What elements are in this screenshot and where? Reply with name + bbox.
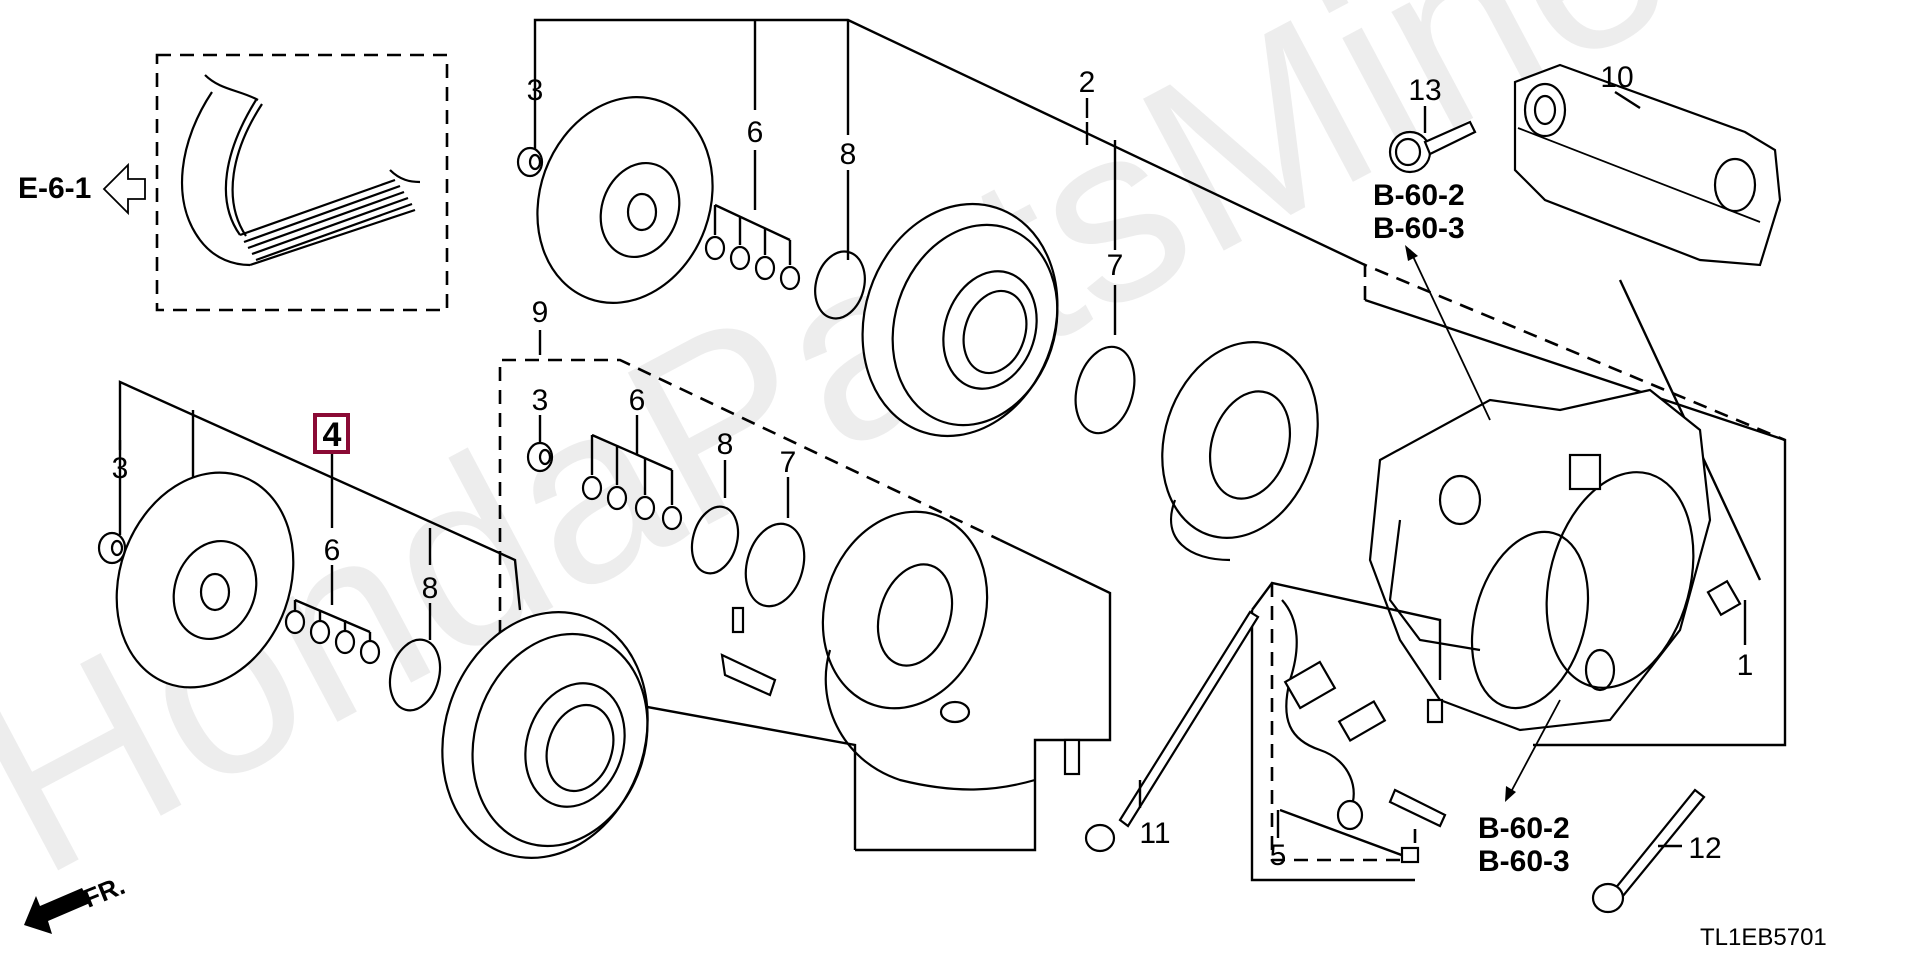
pressure-plate-icon bbox=[536, 96, 714, 304]
bracket-icon bbox=[720, 606, 777, 697]
field-coil-icon bbox=[821, 510, 1081, 791]
callout-5[interactable]: 5 bbox=[1270, 839, 1287, 872]
nut-icon bbox=[97, 531, 127, 565]
reference-label-b-60-3-top[interactable]: B-60-3 bbox=[1373, 212, 1465, 245]
callout-3-top[interactable]: 3 bbox=[527, 74, 544, 107]
pulley-icon bbox=[861, 202, 1059, 438]
reference-leader-bottom bbox=[1511, 699, 1561, 791]
reference-b-60-top[interactable]: B-60-2 B-60-3 bbox=[1373, 179, 1465, 245]
pulley-icon bbox=[441, 611, 649, 859]
shim-set-icon bbox=[704, 235, 801, 291]
nut-icon bbox=[516, 146, 544, 178]
left-arrow-icon bbox=[102, 162, 146, 216]
belt-dashed-box bbox=[155, 53, 449, 312]
drive-belt-icon bbox=[181, 74, 421, 267]
reference-leader-top bbox=[1409, 249, 1491, 421]
relief-valve-icon bbox=[1706, 579, 1742, 617]
callout-12[interactable]: 12 bbox=[1688, 832, 1721, 865]
callout-11[interactable]: 11 bbox=[1139, 817, 1170, 850]
callout-10[interactable]: 10 bbox=[1600, 61, 1633, 94]
field-coil-icon bbox=[1161, 341, 1319, 562]
callout-6-top[interactable]: 6 bbox=[747, 116, 764, 149]
front-arrow-icon bbox=[24, 888, 90, 934]
callout-8-left[interactable]: 8 bbox=[422, 572, 439, 605]
callout-3-left[interactable]: 3 bbox=[112, 452, 129, 485]
snap-ring-icon bbox=[388, 638, 442, 712]
callout-13[interactable]: 13 bbox=[1408, 74, 1441, 107]
reference-label-b-60-3-bottom[interactable]: B-60-3 bbox=[1478, 845, 1570, 878]
wire-harness-icon bbox=[1281, 599, 1447, 864]
snap-ring-icon bbox=[814, 250, 866, 320]
long-bolt-icon bbox=[1591, 788, 1706, 914]
snap-ring-icon bbox=[1074, 345, 1136, 435]
pressure-plate-icon bbox=[115, 471, 295, 689]
callout-3-mid[interactable]: 3 bbox=[532, 384, 549, 417]
callout-6-mid[interactable]: 6 bbox=[629, 384, 646, 417]
reference-b-60-bottom[interactable]: B-60-2 B-60-3 bbox=[1478, 812, 1570, 878]
callout-2[interactable]: 2 bbox=[1079, 66, 1096, 99]
callout-7-mid[interactable]: 7 bbox=[780, 446, 797, 479]
reference-label-b-60-2-top[interactable]: B-60-2 bbox=[1373, 179, 1465, 212]
reference-label-b-60-2-bottom[interactable]: B-60-2 bbox=[1478, 812, 1570, 845]
diagram-code: TL1EB5701 bbox=[1700, 924, 1827, 951]
shim-set-icon bbox=[284, 609, 381, 665]
callout-4-highlight[interactable]: 4 bbox=[313, 413, 350, 454]
snap-ring-icon bbox=[744, 522, 806, 608]
arrow-head-icon bbox=[1405, 245, 1418, 261]
reference-label-e-6-1[interactable]: E-6-1 bbox=[18, 172, 91, 205]
callout-8-top[interactable]: 8 bbox=[840, 138, 857, 171]
arrow-head-icon bbox=[1505, 786, 1516, 802]
long-bolt-icon bbox=[1084, 610, 1260, 853]
snap-ring-icon bbox=[690, 505, 740, 575]
compressor-icon bbox=[1368, 388, 1712, 732]
callout-6-left[interactable]: 6 bbox=[324, 534, 341, 567]
mounting-bracket-icon bbox=[1513, 63, 1782, 267]
callout-1[interactable]: 1 bbox=[1737, 649, 1754, 682]
flange-bolt-icon bbox=[1388, 120, 1477, 174]
callout-4[interactable]: 4 bbox=[323, 416, 342, 454]
top-clutch-group bbox=[533, 18, 1366, 335]
drive-belt-reference[interactable]: E-6-1 bbox=[18, 53, 449, 312]
callout-9[interactable]: 9 bbox=[532, 296, 549, 329]
harness-group bbox=[1250, 581, 1442, 882]
callout-7-top[interactable]: 7 bbox=[1107, 249, 1124, 282]
nut-icon bbox=[526, 441, 554, 473]
shim-set-icon bbox=[581, 475, 683, 531]
callout-8-mid[interactable]: 8 bbox=[717, 428, 734, 461]
